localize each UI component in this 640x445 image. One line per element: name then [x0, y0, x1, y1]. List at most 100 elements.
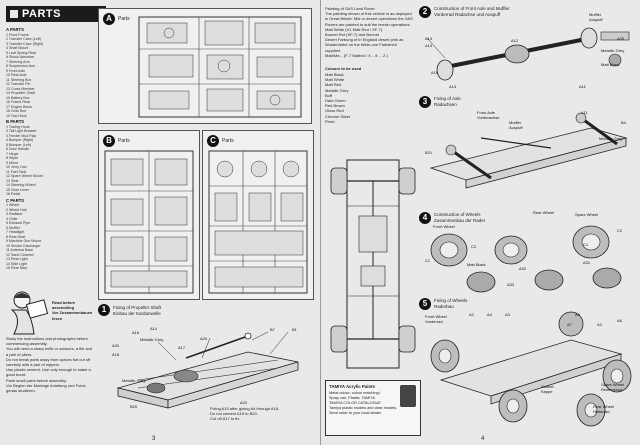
history-line: Painting of SAS Land Rover	[325, 6, 375, 11]
parts-list-item: 6 Muffler	[6, 225, 20, 230]
step3-callout: B21	[425, 150, 433, 155]
step1-note: Do not cement A15 to B20.	[210, 411, 258, 417]
general-instructions: Study the instructions and photographs b…	[6, 336, 94, 393]
step4-callout: Matt Black	[467, 262, 486, 267]
paint-box-text: Metal colour; colour matching!Spray can;…	[329, 391, 399, 416]
parts-list-item: 14 Steering Wheel	[6, 183, 36, 187]
step3-badge: 3	[419, 96, 431, 108]
step1-callout: Metallic Grey	[122, 378, 146, 383]
step5-callout: Kappe	[541, 389, 553, 394]
parts-list-item: 19 Tow Hook	[6, 113, 27, 118]
step1-callout: A16	[132, 330, 140, 335]
step5-callout: Gasket	[541, 384, 554, 389]
history-line: Desert Farbung of in England desert pink…	[325, 37, 404, 53]
step5-diagram	[430, 311, 632, 427]
step1-note: Cut off A17 to fix.	[210, 416, 241, 422]
history-line: Bonnet Rot (XF-7) and Bonnet	[325, 32, 380, 38]
reading-man-illustration	[10, 291, 49, 335]
parts-list-item: 16 Frame Rear	[6, 100, 31, 104]
step1-callout: A17	[178, 345, 186, 350]
step1-title-en: Fixing of Propeller Shaft	[113, 305, 162, 310]
colour-item: Matt White	[325, 77, 345, 83]
step2-callout: A13	[449, 84, 457, 89]
step4-callout: A31	[583, 260, 591, 265]
step2-callout: Matt Black	[601, 62, 620, 67]
step2-callout: Muffler	[589, 12, 602, 17]
step1-callout: B1	[292, 327, 297, 332]
step5-callout: Front Wheel	[425, 314, 447, 319]
step1-callout: A22	[240, 400, 248, 405]
parts-list-item: 3 Transfer Case (Right)	[6, 41, 44, 46]
step4-callout: C2	[617, 228, 623, 233]
colour-item: Flesh	[325, 118, 335, 124]
instruction-line: You will need a sharp knife or scissors,…	[6, 346, 93, 357]
colour-item: Buff	[325, 92, 333, 98]
parts-list-item: C PARTS	[6, 197, 25, 203]
step5-badge: 5	[419, 298, 431, 310]
colour-item: Matt Black	[325, 72, 344, 77]
step2-title-en: Construction of Front Axle and Muffler	[434, 6, 510, 11]
history-line: Matt/Ma... (F-7 Mattrot / X... 8 ... Z.)	[325, 52, 388, 58]
parts-list-item: 10 Smoke Discharger	[6, 243, 41, 248]
sprue-b-drawing	[104, 150, 194, 294]
step1-badge: 1	[98, 304, 110, 316]
parts-list-item: 10 Rear Axle	[6, 73, 27, 77]
sprue-c-drawing	[208, 150, 308, 294]
step5-callout: A4	[487, 312, 492, 317]
parts-list-item: 2 Wheel Hub	[6, 207, 27, 212]
parts-list-item: 13 Cross Member	[6, 86, 35, 91]
parts-list-item: 9 Machine Gun Mount	[6, 239, 42, 243]
parts-list-item: 11 Steering Box	[6, 77, 32, 82]
step5-callout: A5	[575, 312, 580, 317]
step5-callout: A3	[505, 312, 510, 317]
step5-callout: Rear Wheel	[593, 404, 615, 409]
step2-callout: A13	[425, 36, 433, 41]
parts-list-item: B PARTS	[6, 119, 25, 124]
tamiya-paint-box: TAMIYA Acrylic Paints Metal colour; colo…	[325, 380, 421, 436]
paint-box-title: TAMIYA Acrylic Paints	[329, 384, 376, 389]
step4-callout: C1	[583, 242, 589, 247]
parts-list-item: 1 Towing Hook	[6, 124, 30, 129]
step4-callout: C1	[425, 258, 431, 263]
parts-list-item: 13 Rear Light	[6, 257, 28, 261]
parts-header: PARTS	[6, 6, 106, 22]
sprue-c-label: Parts	[222, 138, 234, 144]
step4-badge: 4	[419, 212, 431, 224]
step2-callout: A14	[425, 43, 433, 48]
read-before-note: Read before assembling Vor Zusammenbauen…	[52, 300, 93, 321]
sprue-panel-b: B Parts	[98, 130, 200, 300]
instruction-line: Paint small parts before assembly.	[6, 377, 67, 383]
parts-list-item: 12 Spare Wheel Mount	[6, 174, 43, 178]
parts-list-item: 1 Front Frame	[6, 32, 29, 37]
sprue-a-drawing	[138, 16, 302, 118]
history-line: Matt White (X1 Matt Red / XF-7)	[325, 26, 383, 32]
step3-callout: A11	[581, 110, 588, 115]
parts-list-item: 16 Pedal	[6, 192, 21, 196]
step4-callout: Front Wheel	[433, 224, 455, 229]
sprue-b-label: Parts	[118, 138, 130, 144]
step2-title-de: Vorderrad Radachse und Auspuff	[434, 12, 501, 17]
instruction-line: Do not break parts away from sprues but …	[6, 356, 91, 368]
step1-callout: Metallic Grey	[140, 337, 164, 342]
step2-callout: A10	[431, 70, 439, 75]
parts-list-item: 7 Hinge	[6, 151, 19, 156]
step2-callout: A35	[617, 36, 625, 41]
parts-list-item: 5 Exhaust Pipe	[6, 221, 31, 225]
parts-list-item: 2 Transfer Case (Left)	[6, 37, 41, 41]
step5-callout: A2	[469, 312, 474, 317]
step4-callout: Rear Wheel	[533, 210, 555, 215]
step5-callout: Hinterrad	[593, 409, 610, 414]
step4-title-de: Zusammenbau der Rader	[434, 218, 486, 223]
paint-bottle-icon	[400, 385, 416, 407]
step5-title-de: Raderbau	[434, 304, 454, 309]
parts-list-item: 6 Shock Absorber	[6, 55, 35, 59]
paint-box-line: Tamiya plastic models and clear models. …	[329, 406, 398, 415]
page-number-left: 3	[152, 436, 156, 442]
step1-note: Fixing A15 after gluing A4 through A18.	[210, 406, 280, 411]
parts-list-item: 14 Propeller Shaft	[6, 91, 35, 95]
paint-box-line: Metal colour; colour matching!	[329, 391, 380, 395]
parts-list-item: 6 Door Handle	[6, 147, 30, 151]
